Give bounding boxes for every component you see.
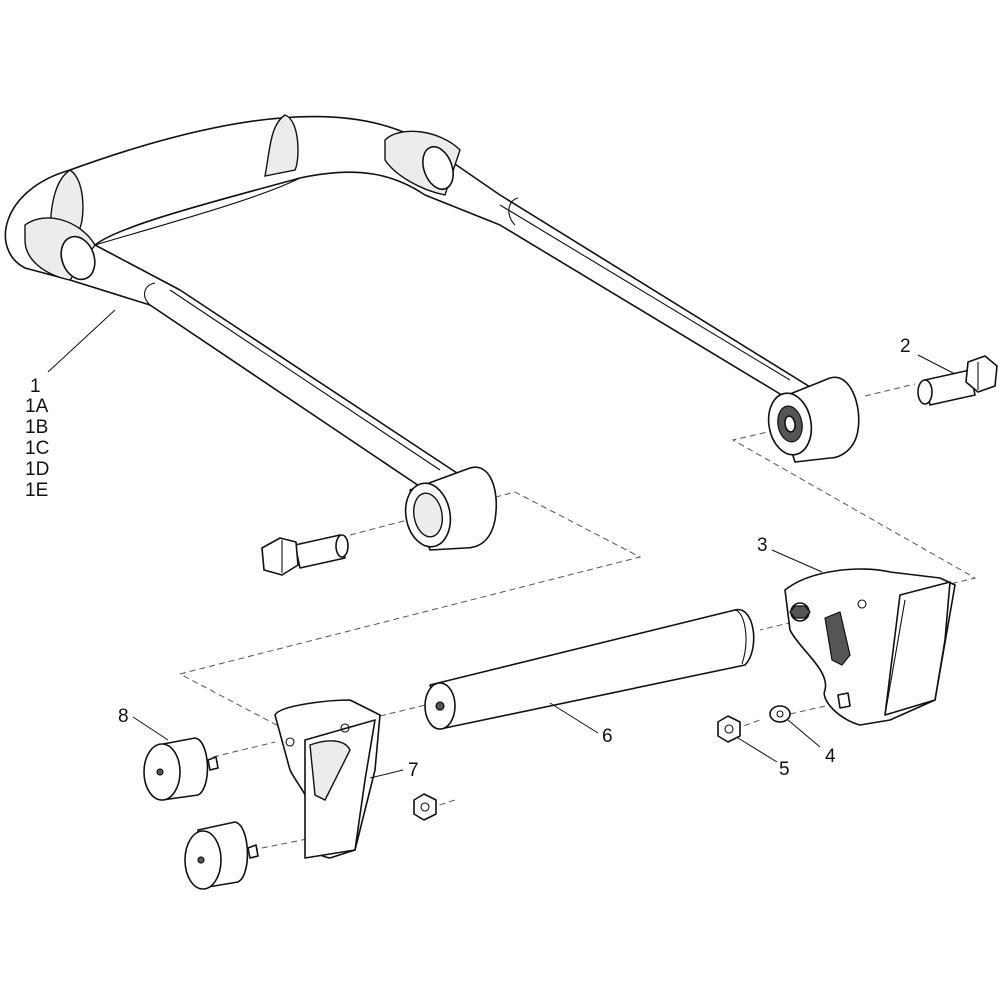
callout-1a: 1A (25, 396, 49, 417)
callout-1: 1 (30, 376, 41, 397)
leader-lines (47, 309, 956, 779)
nut-right (717, 715, 741, 743)
bumper-upper (143, 737, 219, 801)
cross-tube (424, 609, 755, 730)
bolt-left (261, 534, 349, 576)
callout-6: 6 (602, 726, 613, 747)
right-bracket (784, 568, 956, 726)
callout-4: 4 (825, 746, 836, 767)
callout-labels: 1 1A 1B 1C 1D 1E 2 3 4 5 6 7 8 (25, 336, 911, 781)
left-bushing (404, 466, 498, 551)
stabilizer-bar (4, 114, 816, 491)
callout-1d: 1D (25, 459, 49, 480)
callout-7: 7 (408, 760, 419, 781)
washer (769, 705, 791, 723)
nut-left (413, 793, 437, 821)
bumper-lower (184, 821, 259, 890)
bolt-right (917, 355, 998, 406)
callout-1c: 1C (25, 438, 49, 459)
callout-3: 3 (757, 535, 768, 556)
callout-2: 2 (900, 336, 911, 357)
callout-1b: 1B (25, 417, 48, 438)
left-bracket (274, 699, 381, 859)
right-bushing (767, 376, 860, 463)
callout-1e: 1E (25, 480, 48, 501)
callout-8: 8 (118, 706, 129, 727)
callout-5: 5 (779, 759, 790, 780)
